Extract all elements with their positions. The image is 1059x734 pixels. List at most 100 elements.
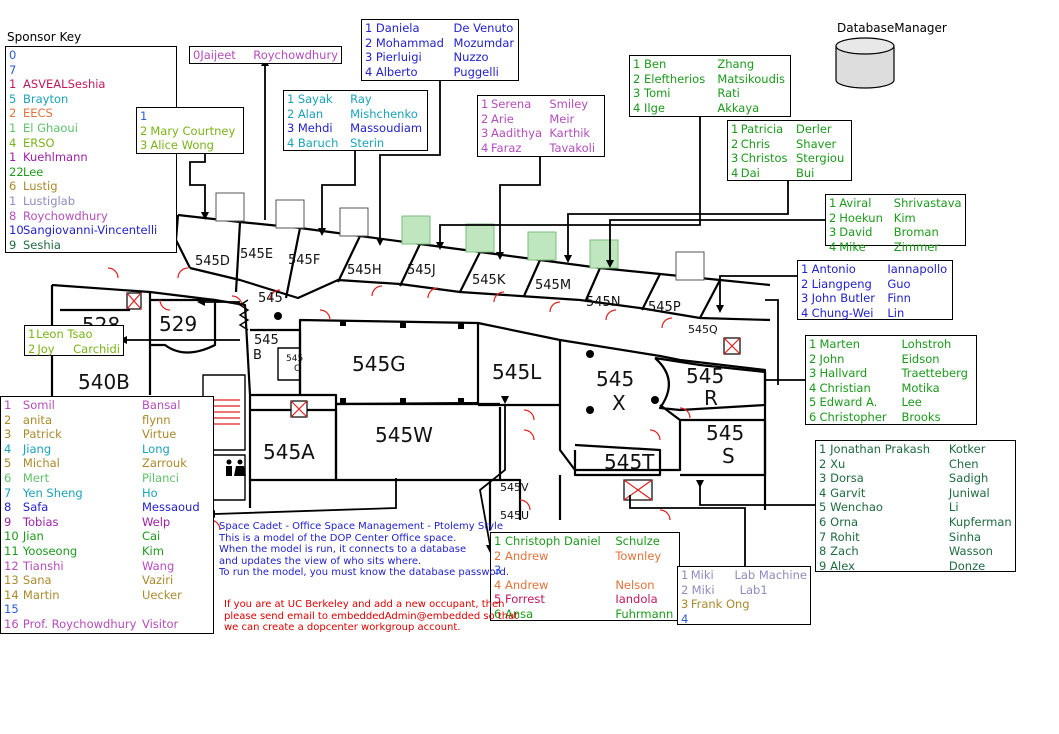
occupant-row[interactable]: 4 bbox=[681, 612, 807, 627]
occupant-first-name: Tianshi bbox=[22, 558, 64, 573]
occupant-last-name: De Venuto bbox=[453, 21, 514, 35]
occupant-row[interactable]: 1 bbox=[140, 109, 240, 124]
occupant-row[interactable]: 15 bbox=[4, 602, 210, 617]
occupant-number: 3 bbox=[681, 597, 689, 612]
occupant-last-name: Lee bbox=[901, 395, 922, 410]
occupant-last-name: Donze bbox=[948, 558, 986, 573]
occupant-number: 4 bbox=[801, 305, 809, 320]
occupant-row[interactable]: 3 bbox=[494, 563, 676, 578]
occupant-first-name: Wenchao bbox=[830, 500, 883, 515]
occupant-first-name: Christoph Daniel bbox=[505, 534, 601, 548]
database-manager-label[interactable]: DatabaseManager bbox=[837, 21, 947, 35]
